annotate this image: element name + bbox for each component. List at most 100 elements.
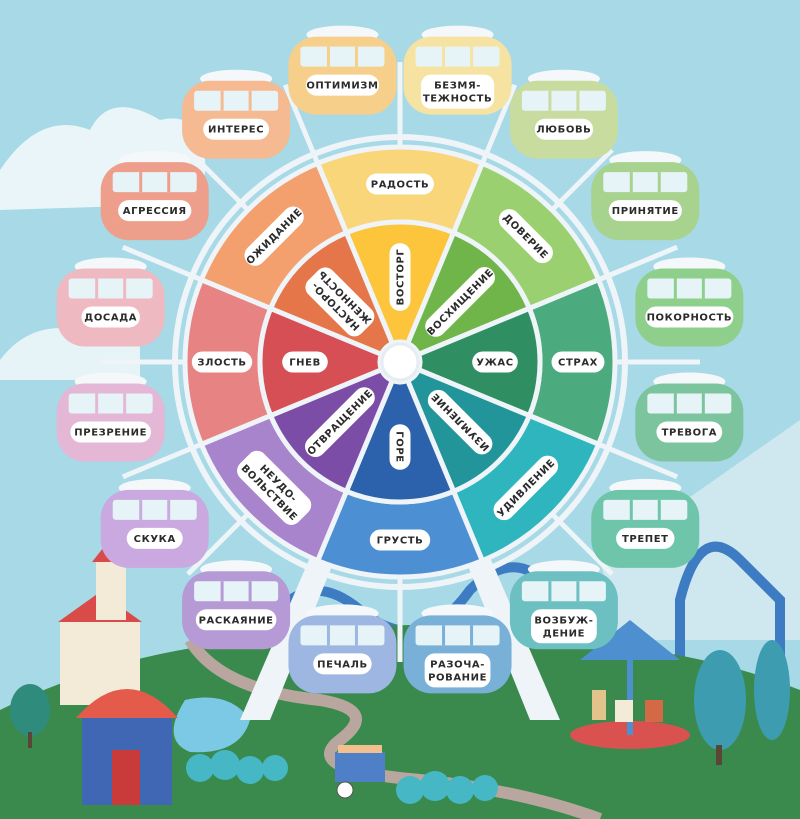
cabin-window — [194, 90, 279, 111]
emotion-outer-label-text: СТРАХ — [558, 358, 598, 369]
emotion-outer-label: СТРАХ — [551, 351, 605, 373]
emotion-mid-label-bg — [472, 351, 518, 373]
cabin-label: ПРЕЗРЕНИЕ — [74, 428, 147, 439]
emotion-inner-label-bg — [389, 424, 411, 470]
tree — [694, 640, 790, 765]
emotion-outer-label-bg — [493, 455, 559, 521]
gondola-cabin: ТРЕВОГА — [635, 372, 744, 462]
cabin-label: ДОСАДА — [84, 312, 137, 323]
cabin-label-bg — [70, 421, 151, 443]
cabin-window — [112, 499, 197, 520]
cabin-window — [300, 625, 385, 646]
cabin-label: ПРИНЯТИЕ — [612, 206, 679, 217]
cabin-label: ОПТИМИЗМ — [306, 81, 378, 92]
emotion-outer-label-bg — [237, 450, 312, 525]
emotion-outer-label-bg — [369, 529, 431, 551]
cabin-label-bg — [203, 118, 270, 140]
emotion-inner-label-bg — [427, 389, 493, 455]
cabin-label: ТРЕПЕТ — [622, 534, 669, 545]
gondola-cabin: ВОЗБУЖ- ДЕНИЕ — [509, 560, 618, 650]
cart — [335, 745, 385, 799]
cabin-label: ПЕЧАЛЬ — [317, 659, 368, 670]
cabin-window — [647, 393, 732, 414]
cabin-window — [68, 393, 153, 414]
emotion-outer-label-text: ЗЛОСТЬ — [197, 358, 246, 369]
emotion-outer-label-bg — [191, 351, 253, 373]
cabin-label: ИНТЕРЕС — [208, 125, 264, 136]
gondola-cabin: РАСКАЯНИЕ — [182, 560, 291, 650]
emotion-outer-label-bg — [244, 206, 304, 266]
gondola-cabin: ПРЕЗРЕНИЕ — [56, 372, 165, 462]
emotion-outer-label-text: РАДОСТЬ — [371, 180, 429, 191]
gondola-cabin: ТРЕПЕТ — [591, 478, 700, 568]
emotion-outer-label-bg — [551, 351, 605, 373]
gondola-cabin: ПОКОРНОСТЬ — [635, 257, 744, 347]
cabin-label: ЛЮБОВЬ — [536, 125, 591, 136]
cabin-label: СКУКА — [134, 534, 176, 545]
cabin-window — [647, 278, 732, 299]
emotion-outer-label-bg — [366, 173, 434, 195]
cabin-label-bg — [313, 653, 372, 675]
cabin-window — [415, 46, 500, 67]
bushes — [186, 750, 498, 804]
gondola-cabin: СКУКА — [100, 478, 209, 568]
emotion-outer-label: ЗЛОСТЬ — [191, 351, 253, 373]
cabin-label-bg — [616, 527, 675, 549]
emotion-mid-label-bg — [282, 351, 328, 373]
cabin-label-bg — [645, 306, 734, 328]
cabin-label-bg — [424, 653, 491, 688]
cabin-label: ТРЕВОГА — [662, 428, 717, 439]
cabin-label: ВОЗБУЖ- — [534, 615, 593, 626]
emotion-inner-label-text: ВОСТОРГ — [396, 249, 407, 306]
gondola-cabin: РАЗОЧА- РОВАНИЕ — [403, 604, 512, 694]
emotion-inner-label-bg — [305, 387, 375, 457]
emotion-mid-label-text: ГНЕВ — [289, 358, 321, 369]
emotion-outer-label: РАДОСТЬ — [366, 173, 434, 195]
wheel-hub — [380, 342, 420, 382]
cabin-label: БЕЗМЯ- — [434, 81, 481, 92]
cabin-label: ТЕЖНОСТЬ — [423, 94, 492, 105]
gondola-cabin: ОПТИМИЗМ — [288, 25, 397, 115]
emotion-mid-label-text: УЖАС — [476, 358, 513, 369]
emotion-outer-label: ГРУСТЬ — [369, 529, 431, 551]
cabin-label-bg — [534, 118, 594, 140]
emotion-inner-label-bg — [425, 267, 495, 337]
cabin-label: РАСКАЯНИЕ — [199, 615, 274, 626]
cabin-label-bg — [530, 609, 597, 644]
cabin-label: ПОКОРНОСТЬ — [647, 312, 733, 323]
cabin-label: ДЕНИЕ — [543, 628, 585, 639]
carousel — [570, 620, 690, 749]
pond — [173, 697, 250, 753]
cabin-window — [521, 90, 606, 111]
gondola-cabin: БЕЗМЯ- ТЕЖНОСТЬ — [403, 25, 512, 115]
cabin-label-bg — [305, 74, 380, 96]
emotion-inner-label: ГОРЕ — [389, 424, 411, 470]
gondola-cabin: АГРЕССИЯ — [100, 151, 209, 241]
cabin-window — [112, 172, 197, 193]
gondola-cabin: ЛЮБОВЬ — [509, 69, 618, 159]
gondola-cabin: ПРИНЯТИЕ — [591, 151, 700, 241]
cabin-label-bg — [195, 609, 277, 631]
cabin-label: АГРЕССИЯ — [123, 206, 187, 217]
gondola-cabin: ИНТЕРЕС — [182, 69, 291, 159]
cabin-window — [194, 581, 279, 602]
emotion-outer-label-text: ГРУСТЬ — [377, 536, 424, 547]
cabin-window — [521, 581, 606, 602]
emotion-mid-label: ГНЕВ — [282, 351, 328, 373]
cabin-label-bg — [118, 200, 192, 222]
emotion-inner-label-text: ГОРЕ — [394, 431, 405, 462]
cabin-window — [603, 172, 688, 193]
gondola-cabin: ПЕЧАЛЬ — [288, 604, 397, 694]
cabin-window — [603, 499, 688, 520]
cabin-label: РОВАНИЕ — [428, 672, 487, 683]
cabin-window — [68, 278, 153, 299]
emotion-inner-label-bg — [305, 267, 375, 337]
cabin-label-bg — [420, 74, 495, 109]
wheel-rim — [172, 134, 628, 590]
cabin-label: РАЗОЧА- — [430, 659, 485, 670]
cabin-window — [300, 46, 385, 67]
gondola-cabin: ДОСАДА — [56, 257, 165, 347]
emotion-outer-label-bg — [498, 209, 553, 264]
emotion-mid-label: УЖАС — [472, 351, 518, 373]
